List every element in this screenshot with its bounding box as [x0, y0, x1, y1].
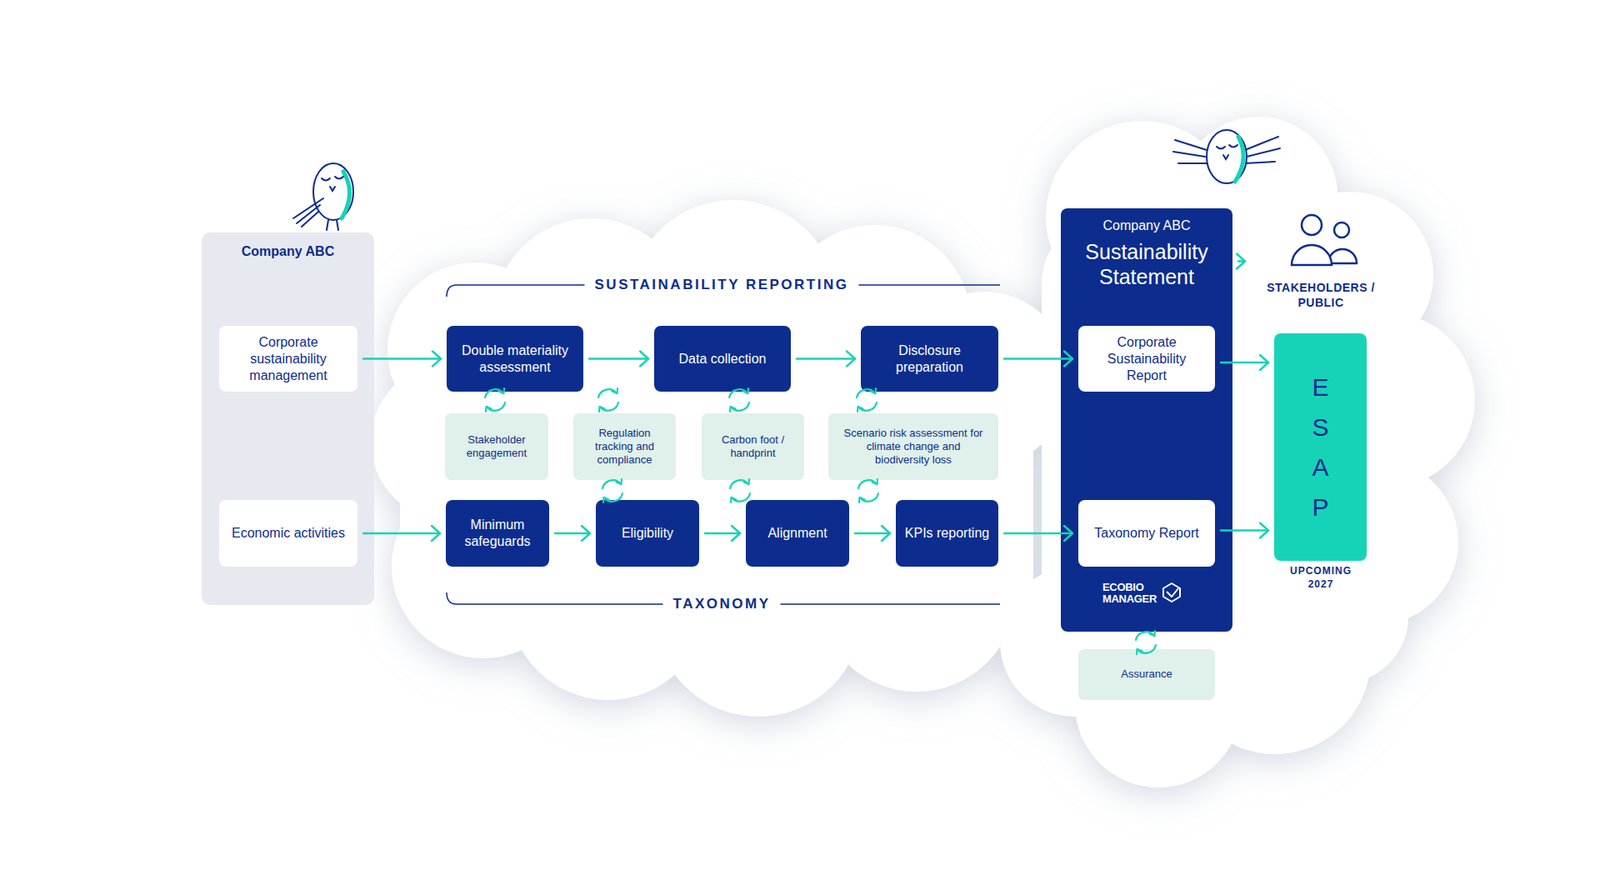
arrow-head	[640, 351, 649, 367]
node-text: Assurance	[1120, 667, 1172, 681]
section-heading: SUSTAINABILITY REPORTING	[595, 276, 850, 294]
node-text: Economic activities	[231, 525, 345, 542]
arrow-head	[1260, 355, 1269, 370]
node-text: Corporate sustainability management	[229, 334, 348, 385]
node-text: Company ABC	[1103, 218, 1191, 234]
arrow-line	[589, 357, 649, 360]
cycle-icon	[485, 388, 505, 412]
support-box: Stakeholder engagement	[445, 413, 549, 480]
arrow-head	[846, 351, 855, 367]
node-text: Corporate Sustainability Report	[1088, 334, 1205, 385]
arrow-head	[881, 525, 890, 541]
cycle-icon	[729, 388, 750, 412]
owl-sitting	[293, 163, 354, 230]
arrow-line	[555, 532, 590, 535]
support-box: Carbon foot / handprint	[701, 413, 805, 480]
arrow-line	[1004, 532, 1073, 535]
arrow-head	[1064, 351, 1073, 367]
process-box: Double materiality assessment	[446, 325, 584, 392]
node-text: STAKEHOLDERS / PUBLIC	[1250, 280, 1391, 310]
flow-arrow	[1220, 523, 1269, 539]
process-box: Eligibility	[595, 500, 700, 567]
flow-arrow	[705, 525, 740, 541]
company-panel: Company ABC Corporate sustainability mana…	[201, 232, 375, 605]
arrow-head	[581, 525, 590, 541]
node-text: Scenario risk assessment for climate cha…	[840, 426, 987, 468]
brand-logo-text: ECOBIO MANAGER	[1102, 581, 1161, 605]
arrow-line	[855, 532, 890, 535]
support-box: Scenario risk assessment for climate cha…	[828, 413, 999, 480]
support-box: Regulation tracking and compliance	[573, 413, 676, 480]
process-box: Alignment	[745, 500, 850, 567]
section-heading: TAXONOMY	[673, 595, 771, 613]
node-text: KPIs reporting	[905, 525, 990, 542]
cycle-icon	[856, 388, 877, 412]
flow-arrow	[855, 525, 890, 541]
section-bracket	[446, 592, 1000, 605]
arrow-line	[1220, 361, 1269, 364]
process-box: Data collection	[654, 325, 791, 392]
support-box: Assurance	[1078, 649, 1215, 700]
process-box: KPIs reporting	[895, 500, 999, 567]
report-box: Taxonomy Report	[1078, 500, 1215, 567]
esap-box: ESAP	[1274, 333, 1367, 561]
report-box: Corporate sustainability management	[219, 325, 358, 392]
node-text: Sustainability Statement	[1060, 240, 1233, 290]
arrow-head	[431, 525, 440, 541]
arrow-head	[1064, 525, 1073, 541]
node-text: Taxonomy Report	[1094, 525, 1199, 542]
cycle-icon	[602, 479, 623, 503]
cycle-icon	[1135, 630, 1156, 655]
arrow-line	[705, 532, 740, 535]
arrow-line	[796, 357, 855, 360]
flow-arrow	[363, 525, 440, 541]
people-icon	[1291, 215, 1357, 265]
ecobio-logo	[1163, 583, 1180, 602]
arrow-head	[731, 525, 740, 541]
flow-arrow	[589, 351, 649, 367]
flow-arrow	[1004, 351, 1073, 367]
node-text: Carbon foot / handprint	[713, 433, 793, 461]
date-note: UPCOMING 2027	[1283, 565, 1359, 591]
node-text: Minimum safeguards	[454, 516, 541, 550]
flow-arrow	[1004, 525, 1073, 541]
cycle-icon	[730, 479, 750, 503]
flow-arrow	[555, 525, 590, 541]
arrow-line	[363, 357, 441, 360]
node-text: Eligibility	[621, 525, 674, 542]
arrow-head	[1260, 523, 1269, 539]
section-bracket	[446, 285, 1000, 297]
node-text: Stakeholder engagement	[456, 433, 537, 461]
process-box: Disclosure preparation	[860, 325, 999, 392]
report-box: Corporate Sustainability Report	[1078, 325, 1215, 392]
node-text: Double materiality assessment	[455, 342, 575, 376]
cycle-icon	[858, 479, 879, 503]
node-text: Alignment	[767, 525, 827, 542]
arrow-head	[432, 351, 441, 367]
arrow-head	[1236, 254, 1245, 270]
process-box: Minimum safeguards	[445, 500, 550, 567]
arrow-line	[1238, 260, 1245, 262]
stakeholder-node: STAKEHOLDERS / PUBLIC	[1250, 212, 1391, 310]
arrow-line	[1220, 529, 1269, 531]
cycle-icon	[598, 388, 619, 412]
flow-arrow	[1220, 355, 1269, 370]
statement-panel: Company ABC Sustainability StatementCorpo…	[1060, 208, 1233, 632]
cloud	[370, 116, 1475, 788]
node-text: Disclosure preparation	[869, 342, 990, 376]
report-box: Economic activities	[219, 500, 358, 567]
arrow-line	[1004, 357, 1073, 360]
node-text: Company ABC	[241, 244, 335, 260]
flow-arrow	[796, 351, 855, 367]
owl-flying	[1173, 130, 1280, 184]
node-text: Data collection	[679, 350, 767, 368]
arrow-line	[363, 532, 440, 535]
flow-arrow	[363, 351, 441, 367]
node-text: ESAP	[1308, 367, 1334, 528]
node-text: Regulation tracking and compliance	[585, 426, 665, 468]
flow-arrow	[1236, 254, 1245, 270]
